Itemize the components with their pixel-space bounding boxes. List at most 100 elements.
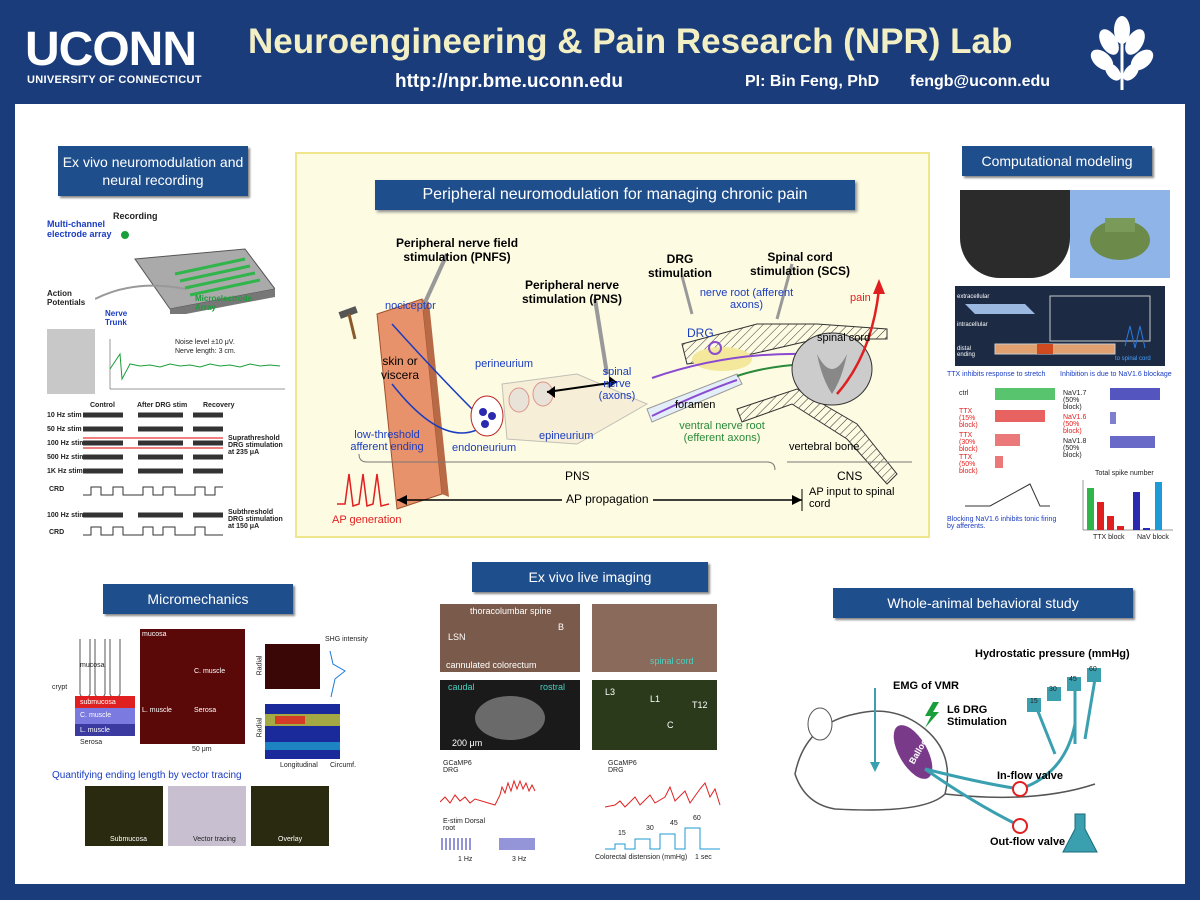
one-sec-label: 1 sec [695,854,712,861]
epineurium-label: epineurium [539,430,594,442]
inflow-valve-label: In-flow valve [997,770,1064,782]
spinal-nerve-label: spinal nerve (axons) [598,366,636,402]
poster-title: Neuroengineering & Pain Research (NPR) L… [248,22,1013,61]
section-title-behavioral: Whole-animal behavioral study [833,588,1133,618]
circumf-label: Circumf. [330,762,357,769]
electrode-array-label: Multi-channel electrode array [47,219,112,239]
pi-email[interactable]: fengb@uconn.edu [910,73,1051,90]
recording-label: Recording [113,211,158,221]
hz1-label: 1 Hz [458,856,473,863]
noise-level-label: Noise level ±10 μV. [175,339,235,346]
scale-200-label: 200 μm [452,738,483,748]
extracellular-label: extracellular [957,294,990,300]
col-control: Control [90,402,115,409]
device-photo [47,329,95,394]
nerve-root-label: nerve root (afferent axons) [699,287,794,311]
micromechanics-panel: mucosa submucosa C. muscle L. muscle Ser… [50,624,370,874]
stim-row-10hz: 10 Hz stim [47,412,82,419]
poster-header: UCONN UNIVERSITY OF CONNECTICUT Neuroeng… [0,0,1200,100]
low-threshold-label: low-threshold afferent ending [350,429,424,453]
section-title-computational: Computational modeling [962,146,1152,176]
serosa-label: Serosa [80,739,103,746]
spinal-cord-label: spinal cord [817,332,871,344]
nerve-length-label: Nerve length: 3 cm. [175,348,236,355]
crd-label: CRD [49,486,65,493]
section-title-live-imaging: Ex vivo live imaging [472,562,708,592]
neuromodulation-diagram [337,253,912,511]
estim-pulses [441,838,535,850]
pressure-60: 60 [1089,666,1097,673]
computational-panel: extracellular intracellular distal endin… [945,186,1180,546]
uconn-logo-subtitle: UNIVERSITY OF CONNECTICUT [27,74,202,86]
step-15: 15 [618,830,626,837]
oak-leaf-icon [1090,16,1154,90]
live-imaging-panel: thoracolumbar spine LSN cannulated color… [440,602,730,872]
ap-propagation-label: AP propagation [562,492,653,506]
membrane-model-diagram [955,286,1165,366]
intracellular-label: intracellular [957,322,988,328]
shg-intensity-label: SHG intensity [325,636,368,643]
nav16-label: NaV1.6 (50% block) [1063,414,1087,435]
nerve-trunk-label: Nerve Trunk [105,309,128,327]
ap-generation-label: AP generation [332,514,402,526]
pnfs-label: Peripheral nerve field stimulation (PNFS… [395,236,519,264]
nociceptor-label: nociceptor [385,300,436,312]
ttx2-label: TTX (30% block) [959,432,978,453]
drg-stim-label: DRG stimulation [647,252,712,280]
stim-row-100hz: 100 Hz stim [47,440,86,447]
stim-row-500hz: 500 Hz stim [47,454,86,461]
col-after-drg: After DRG stim [137,402,188,409]
mucosa-img-label: mucosa [142,631,167,638]
electrode-array-diagram [95,231,275,314]
ventral-root-label: ventral nerve root (efferent axons) [679,420,765,444]
panel-b-label: B [558,622,565,632]
vector-tracing-image [168,786,246,846]
caudal-label: caudal [448,682,475,692]
scale-bar-label: 50 μm [192,746,212,753]
uconn-logo: UCONN [25,23,197,76]
skin-viscera-label: skin or viscera [380,354,419,382]
ttx-spike-traces [995,388,1055,468]
foramen-label: foramen [675,399,716,411]
stim-row-50hz: 50 Hz stim [47,426,82,433]
t12-label: T12 [692,700,708,710]
ttx3-label: TTX (50% block) [959,454,978,475]
nav18-label: NaV1.8 (50% block) [1063,438,1087,459]
lsn-label: LSN [448,632,466,642]
center-neuromodulation-panel: Peripheral neuromodulation for managing … [295,152,930,538]
poster-content: Ex vivo neuromodulation and neural recor… [15,104,1185,884]
nav17-label: NaV1.7 (50% block) [1063,390,1087,411]
submucosa-label: submucosa [80,699,116,706]
sub-stim-traces [83,512,223,536]
nav-spike-traces [1110,388,1160,448]
shg-radial-image [265,644,320,689]
distension-steps [605,827,720,850]
nav-block-label: NaV block [1137,534,1169,541]
thoracolumbar-label: thoracolumbar spine [470,606,552,616]
ttx-title: TTX inhibits response to stretch [947,371,1046,378]
endoneurium-label: endoneurium [452,442,517,454]
serosa-img-label: Serosa [194,707,217,714]
lab-url[interactable]: http://npr.bme.uconn.edu [395,71,623,92]
c-muscle-img-label: C. muscle [194,668,226,675]
to-spinal-cord-label: to spinal cord [1115,356,1151,362]
suprathreshold-label: Suprathreshold DRG stimulation at 235 μA [228,435,283,456]
panel-c-label: C [667,720,674,730]
action-potentials-label: Action Potentials [47,289,86,307]
drg-fluorescence-image [440,680,580,750]
ct-scan-image [960,190,1070,278]
gcamp-label-2: GCaMP6 DRG [608,760,637,774]
scs-label: Spinal cord stimulation (SCS) [749,250,850,278]
pressure-15: 15 [1030,698,1038,705]
submucosa-tracing-image [85,786,163,846]
overlay-image [251,786,329,846]
gcamp-trace-2 [605,782,721,808]
ttx1-label: TTX (15% block) [959,408,978,429]
section-title-exvivo-neuromodulation: Ex vivo neuromodulation and neural recor… [58,146,248,196]
spinal-cord-img-label: spinal cord [650,656,694,666]
radial-label-2: Radial [256,717,264,738]
col-recovery: Recovery [203,402,235,409]
c-muscle-label: C. muscle [80,712,112,719]
l6-drg-stim-label: L6 DRG Stimulation [947,704,1007,728]
exvivo-panel: Multi-channel electrode array Recording … [45,209,290,539]
